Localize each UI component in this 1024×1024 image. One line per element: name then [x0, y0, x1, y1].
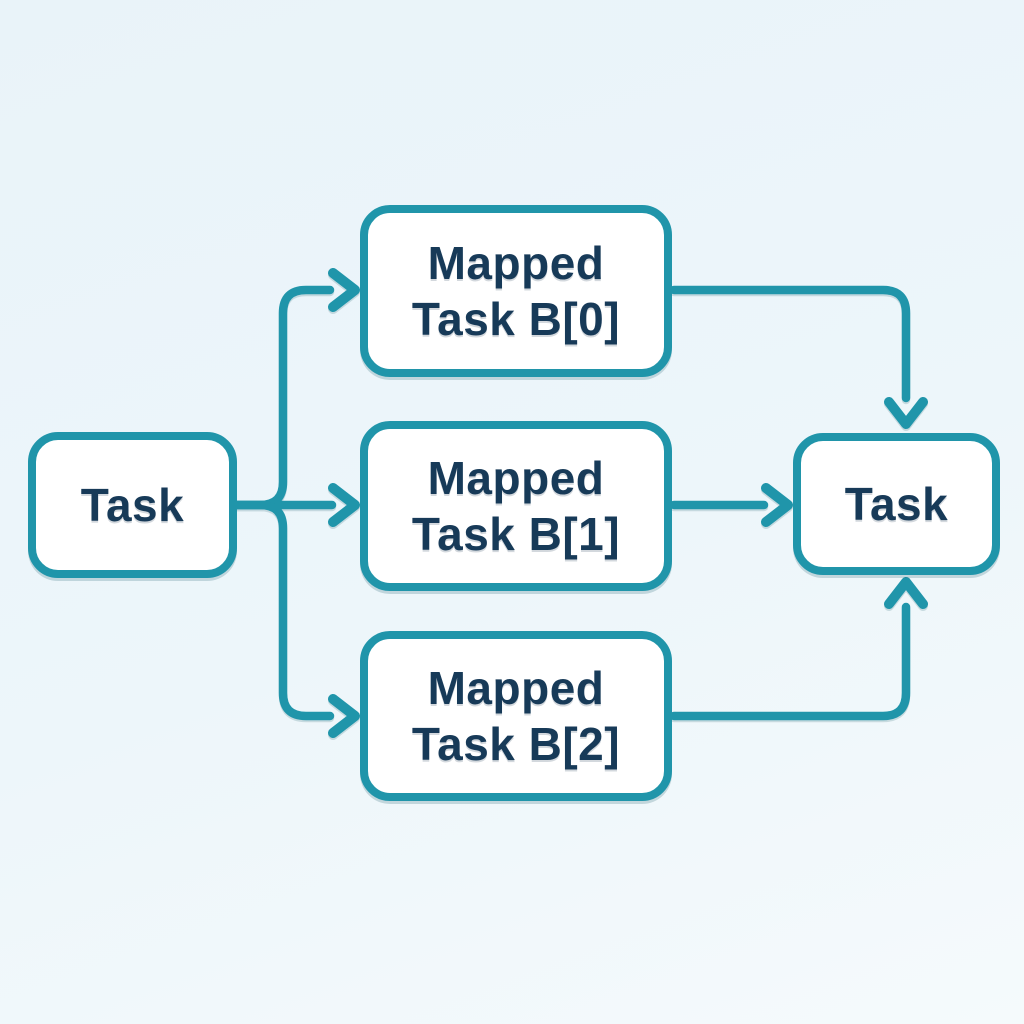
edge-b0-to-sink: [669, 285, 911, 403]
edge-b2-to-sink: [669, 602, 911, 721]
arrowhead-into-b2-icon: [328, 694, 360, 738]
arrowhead-right-into-sink-icon: [761, 483, 793, 527]
node-task-sink: Task: [793, 433, 1000, 575]
node-mapped-task-b0: Mapped Task B[0]: [360, 205, 672, 377]
node-mapped-task-b2-label: Mapped Task B[2]: [411, 661, 621, 770]
arrowhead-into-b0-icon: [328, 268, 360, 312]
node-mapped-task-b0-label: Mapped Task B[0]: [411, 236, 621, 345]
arrowhead-down-into-sink-icon: [884, 397, 928, 429]
node-mapped-task-b2: Mapped Task B[2]: [360, 631, 672, 801]
edge-source-to-b0: [232, 285, 335, 510]
edge-source-to-b2: [232, 500, 335, 721]
arrowhead-into-b1-icon: [328, 483, 360, 527]
node-mapped-task-b1: Mapped Task B[1]: [360, 421, 672, 591]
node-mapped-task-b1-label: Mapped Task B[1]: [411, 451, 621, 560]
node-task-sink-label: Task: [844, 477, 949, 530]
arrowhead-up-into-sink-icon: [884, 577, 928, 609]
node-task-source-label: Task: [80, 478, 185, 531]
node-task-source: Task: [28, 432, 237, 578]
